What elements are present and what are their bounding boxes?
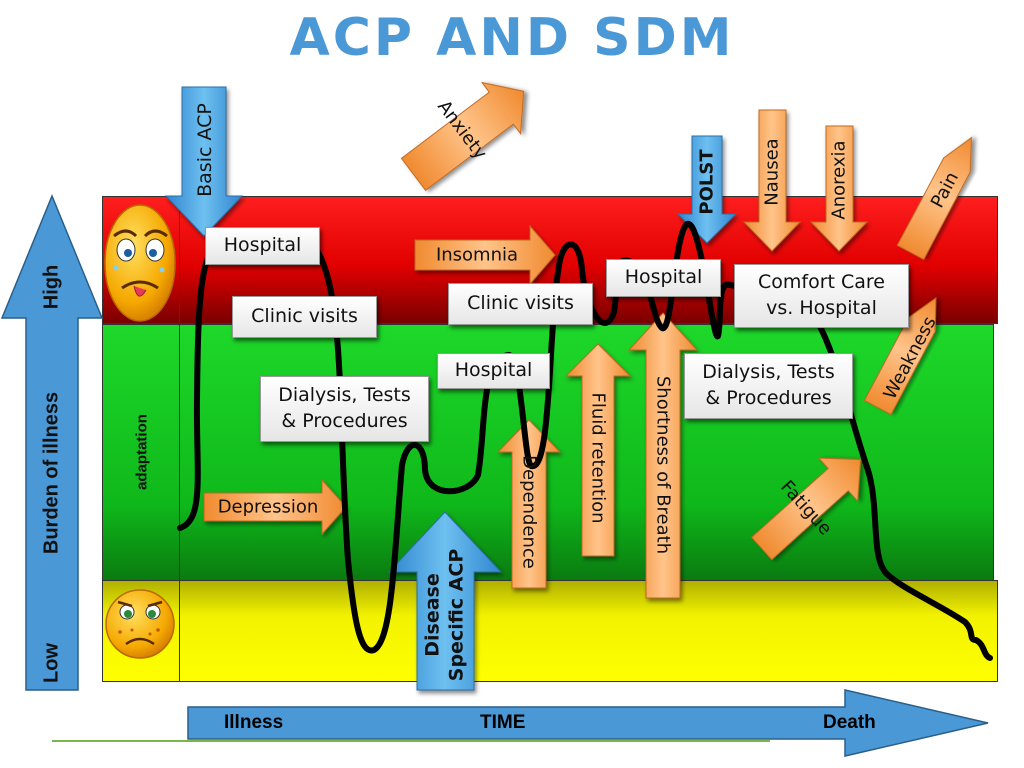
pain-arrow — [896, 136, 973, 261]
insomnia-label: Insomnia — [435, 244, 519, 266]
depression-arrow — [203, 478, 347, 536]
nausea-label: Nausea — [761, 138, 783, 206]
hospital-box-3: Hospital — [606, 259, 721, 297]
low-burden-zone — [102, 580, 998, 682]
x-axis-end-label: Death — [823, 712, 876, 733]
y-axis-title: Burden of illness — [40, 391, 63, 555]
polst-arrow — [676, 135, 738, 244]
hospital-box-1: Hospital — [205, 227, 320, 265]
anorexia-label: Anorexia — [828, 140, 850, 220]
clinic-visits-box-1: Clinic visits — [232, 296, 377, 338]
x-axis-start-label: Illness — [224, 712, 284, 733]
polst-label: POLST — [696, 149, 718, 215]
depression-label: Depression — [217, 496, 319, 518]
clinic-visits-box-2: Clinic visits — [448, 283, 593, 325]
hospital-box-2: Hospital — [437, 353, 550, 389]
comfort-care-box: Comfort Care vs. Hospital — [734, 264, 909, 328]
disease-specific-acp-arrow — [387, 511, 503, 691]
shortness-of-breath-arrow — [627, 312, 699, 599]
zone-label-column — [102, 196, 180, 682]
unwell-face-icon — [105, 589, 175, 659]
dialysis-tests-box-1: Dialysis, Tests & Procedures — [260, 376, 429, 442]
basic-acp-label: Basic ACP — [194, 103, 216, 197]
weakness-arrow — [863, 296, 937, 416]
dialysis-tests-box-2: Dialysis, Tests & Procedures — [684, 353, 853, 419]
insomnia-arrow — [414, 224, 556, 286]
y-axis-high-label: High — [40, 264, 63, 310]
time-axis-arrow — [187, 689, 989, 757]
x-axis-title: TIME — [480, 712, 526, 733]
dependence-label: Dependence — [518, 455, 540, 569]
basic-acp-arrow — [164, 86, 244, 237]
anxiety-arrow — [400, 81, 525, 191]
sick-face-icon — [104, 204, 176, 322]
disease-specific-acp-label: Disease Specific ACP — [421, 549, 469, 681]
fluid-retention-label: Fluid retention — [587, 392, 609, 524]
shortness-of-breath-label: Shortness of Breath — [652, 375, 674, 555]
disease-acp-line-1: Disease — [421, 573, 444, 657]
anorexia-arrow — [809, 125, 869, 252]
nausea-arrow — [742, 109, 802, 252]
disease-acp-line-2: Specific ACP — [445, 548, 467, 682]
y-axis-low-label: Low — [40, 643, 63, 683]
page-title: ACP AND SDM — [289, 8, 735, 68]
fluid-retention-arrow — [564, 343, 632, 557]
fatigue-arrow — [750, 457, 862, 561]
burden-axis-arrow — [0, 194, 104, 691]
